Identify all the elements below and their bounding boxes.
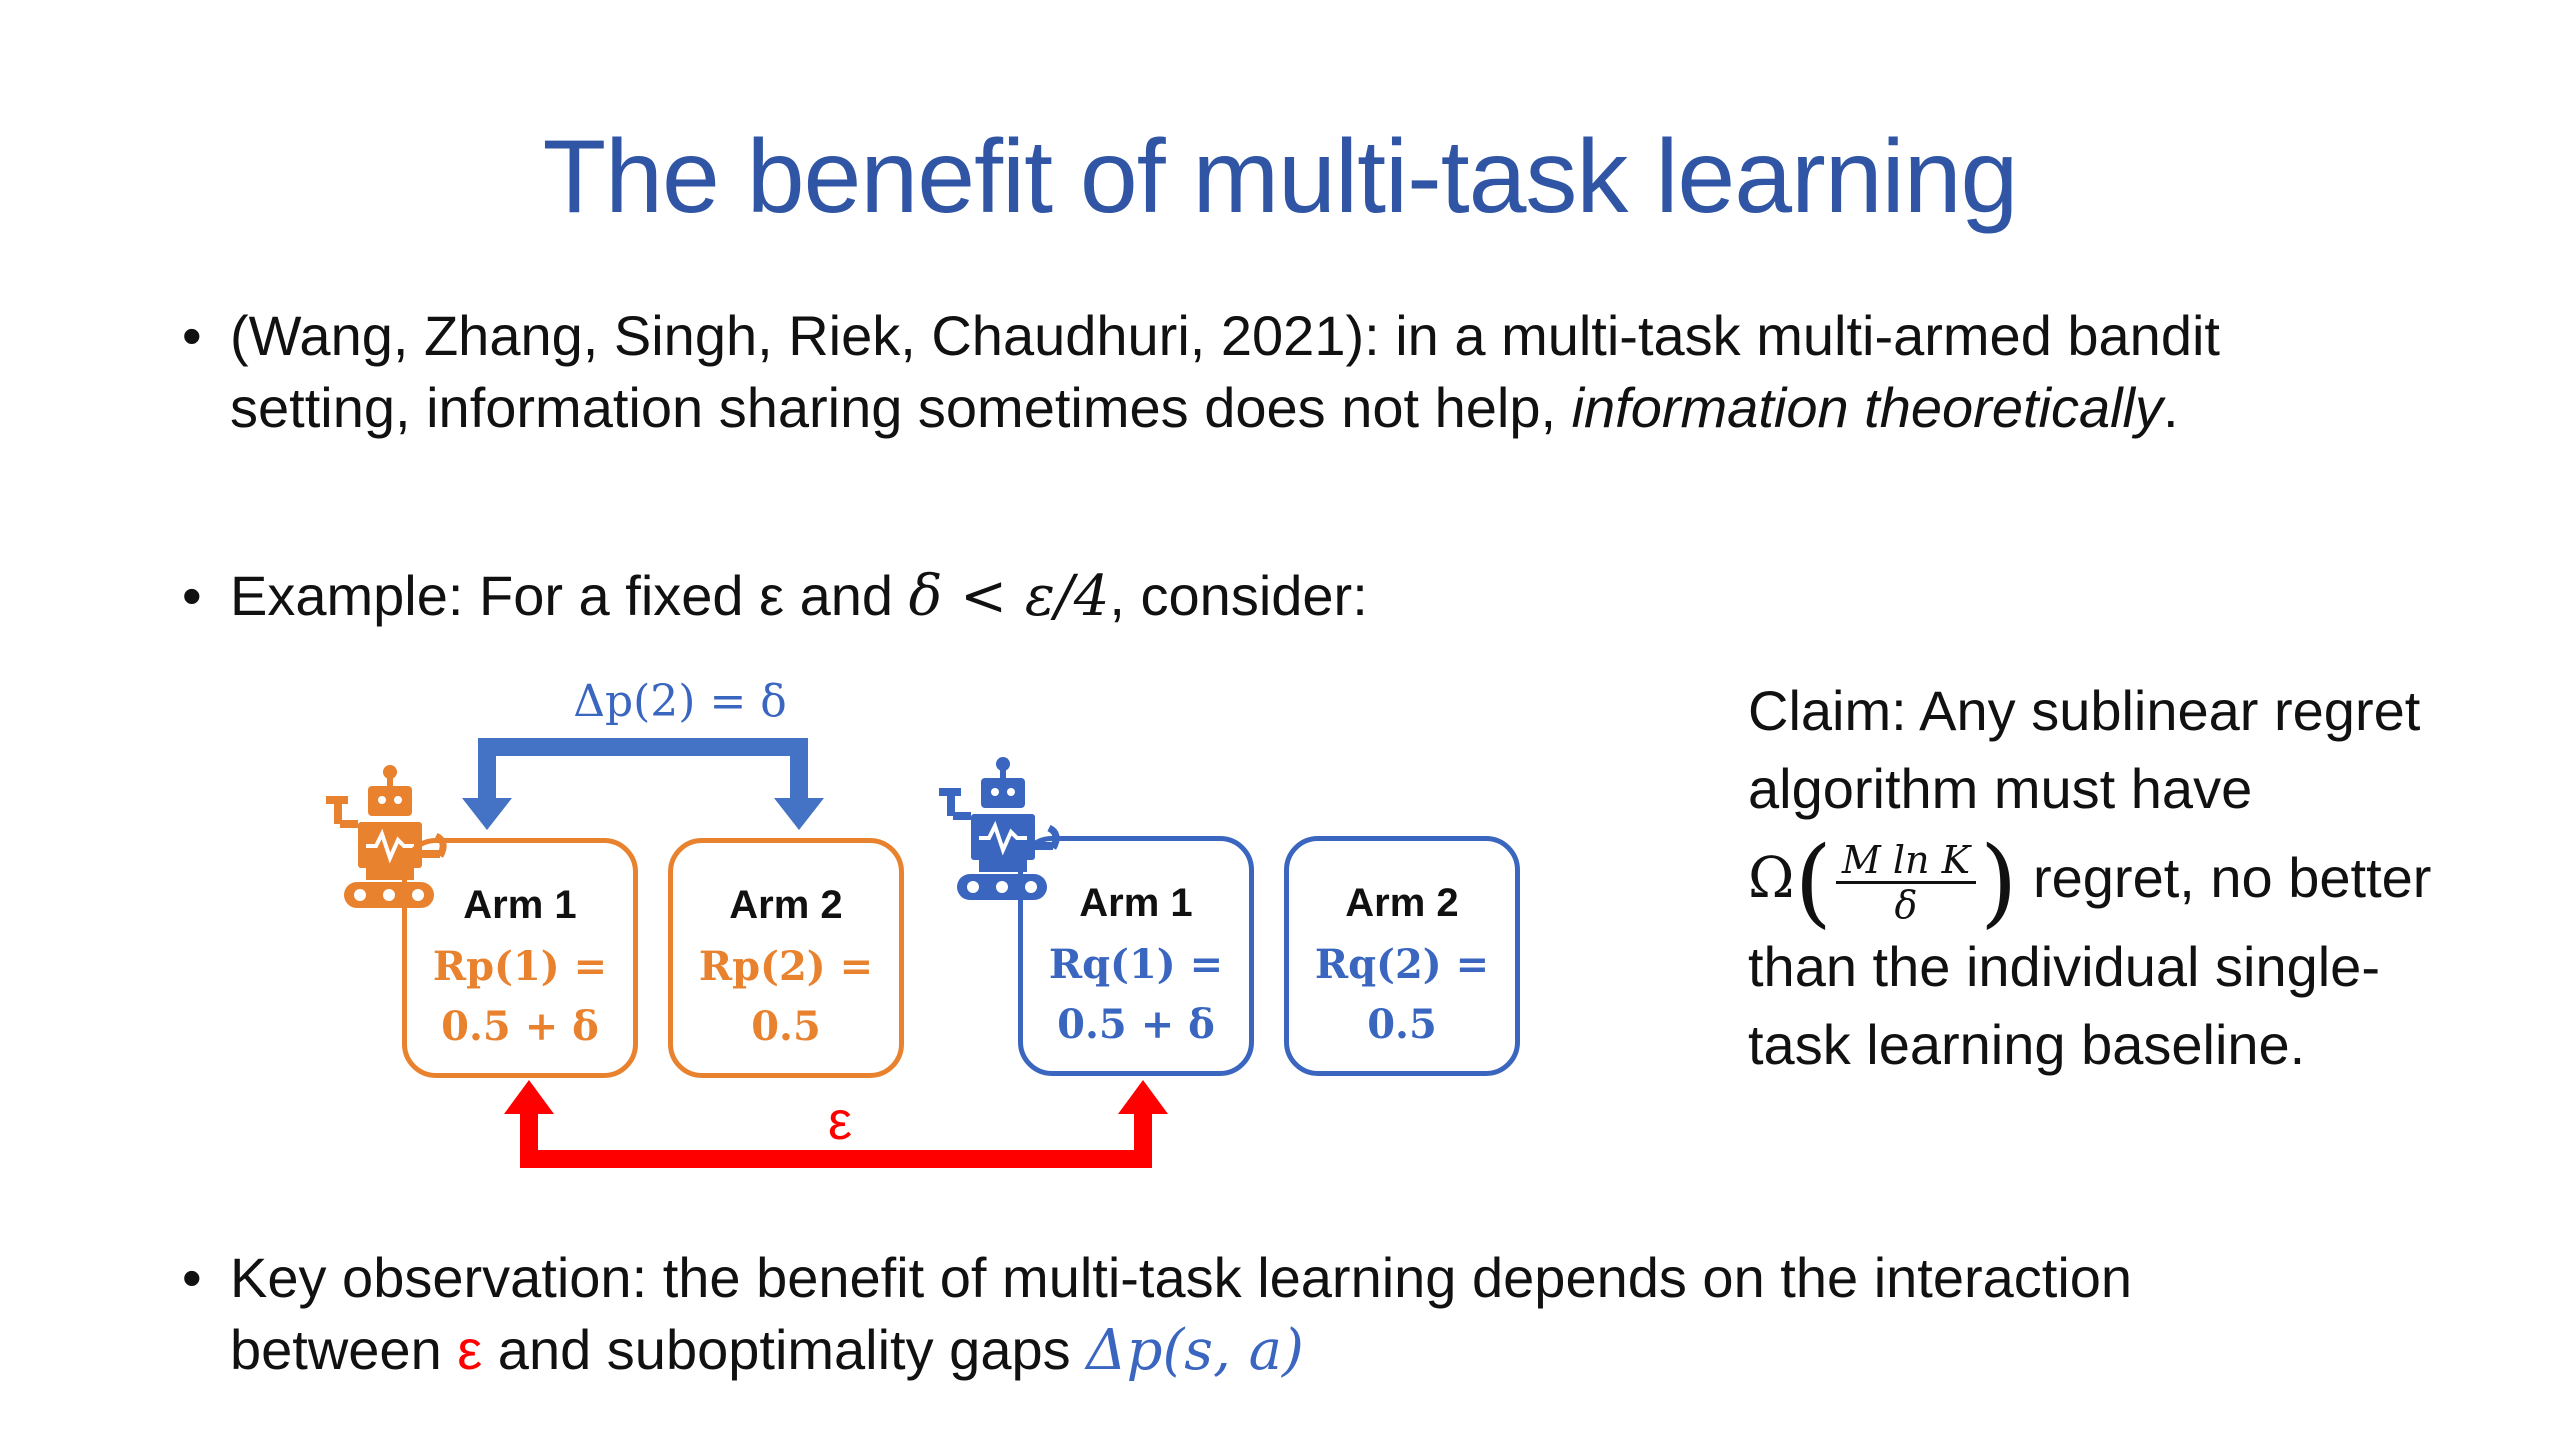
arm-reward: Rq(1) = <box>1048 941 1224 988</box>
arm-box-p2: Arm 2 Rp(2) = 0.5 <box>668 838 904 1078</box>
bullet-dot: • <box>182 564 202 627</box>
bullet1-line1: (Wang, Zhang, Singh, Riek, Chaudhuri, 20… <box>230 304 2220 367</box>
epsilon-label: ε <box>827 1091 853 1151</box>
arm-value: 0.5 + δ <box>441 1003 599 1050</box>
claim-line4: than the individual single- <box>1748 935 2380 998</box>
arm-value: 0.5 + δ <box>1057 1001 1215 1048</box>
bullet1-line2: setting, information sharing sometimes d… <box>230 376 2179 439</box>
delta-arrow <box>462 738 824 830</box>
arm-box-q2: Arm 2 Rq(2) = 0.5 <box>1284 836 1520 1076</box>
arm-reward: Rp(2) = <box>698 943 874 990</box>
epsilon-arrow <box>504 1080 1168 1168</box>
arm-title: Arm 1 <box>1079 881 1193 925</box>
claim-text: Claim: Any sublinear regret algorithm mu… <box>1748 672 2508 1084</box>
arm-value: 0.5 <box>1367 1001 1437 1048</box>
robot-icon-orange <box>326 765 447 908</box>
bullet3-line1: Key observation: the benefit of multi-ta… <box>230 1246 2133 1309</box>
arm-reward: Rp(1) = <box>432 943 608 990</box>
delta-gap-label: Δp(2) = δ <box>573 676 787 727</box>
arm-box-q1: Arm 1 Rq(1) = 0.5 + δ <box>1018 836 1254 1076</box>
arm-box-p1: Arm 1 Rp(1) = 0.5 + δ <box>402 838 638 1078</box>
arm-title: Arm 2 <box>729 883 843 927</box>
claim-line1: Claim: Any sublinear regret <box>1748 679 2421 742</box>
arm-reward: Rq(2) = <box>1314 941 1490 988</box>
arm-title: Arm 2 <box>1345 881 1459 925</box>
claim-line2: algorithm must have <box>1748 757 2253 820</box>
slide-title: The benefit of multi-task learning <box>542 119 2019 235</box>
claim-line5: task learning baseline. <box>1748 1013 2306 1076</box>
arm-value: 0.5 <box>751 1003 821 1050</box>
arm-title: Arm 1 <box>463 883 577 927</box>
bullet-dot: • <box>182 304 202 367</box>
bullet-dot: • <box>182 1246 202 1309</box>
bullet3-line2: between ε and suboptimality gaps Δp(s, a… <box>230 1318 1304 1383</box>
bullet2-text: Example: For a fixed ε and δ < ε/4, cons… <box>230 564 1368 629</box>
